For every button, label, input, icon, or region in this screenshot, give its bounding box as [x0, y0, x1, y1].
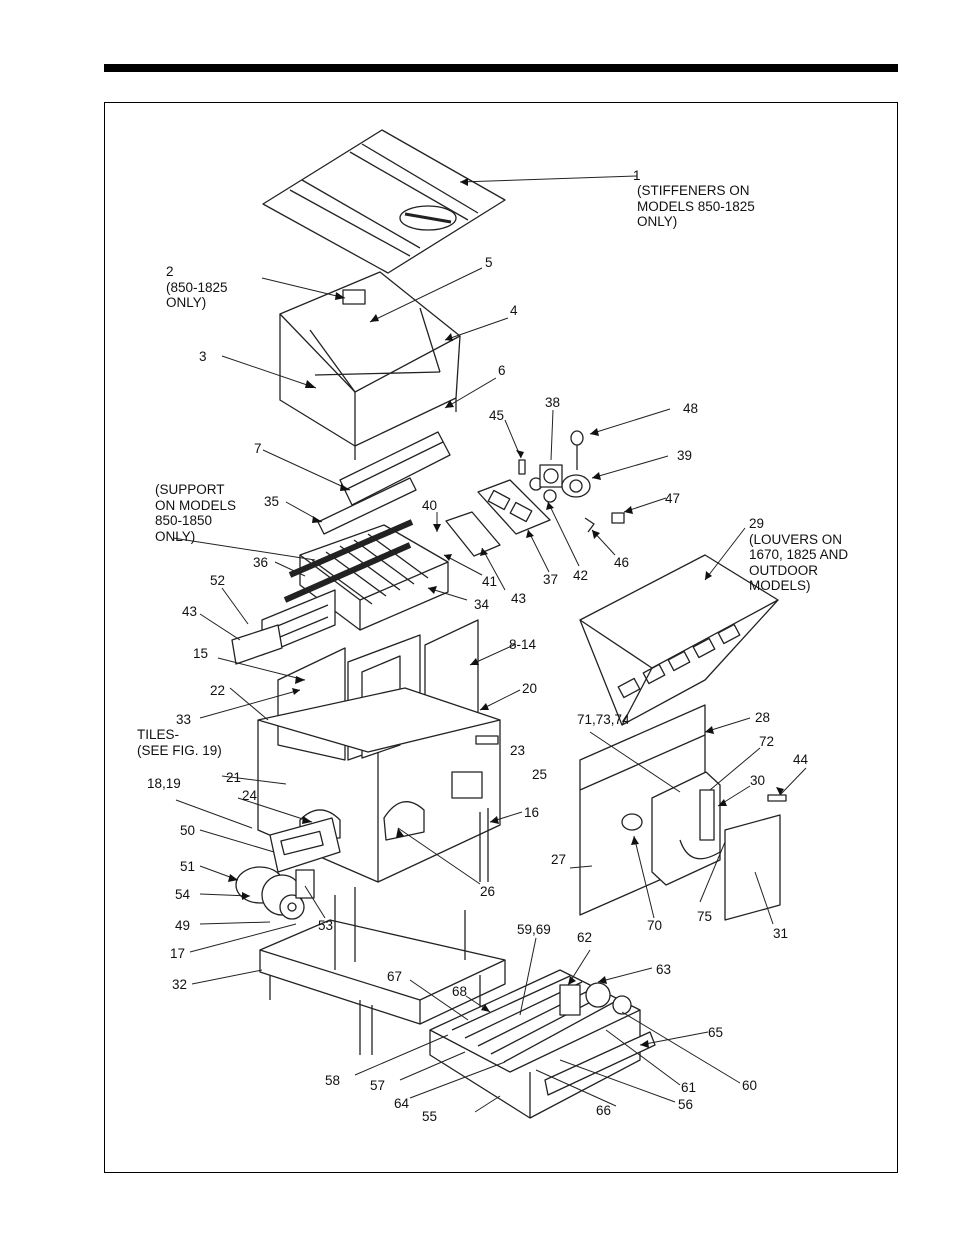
callout-44: 44 — [793, 752, 809, 767]
callout-70: 70 — [647, 918, 663, 933]
callout-43-right: 43 — [511, 591, 527, 606]
callout-64: 64 — [394, 1096, 410, 1111]
callout-37: 37 — [543, 572, 559, 587]
callout-27: 27 — [551, 852, 567, 867]
callout-16: 16 — [524, 805, 540, 820]
callout-43-left: 43 — [182, 604, 198, 619]
callout-53: 53 — [318, 918, 334, 933]
callout-28: 28 — [755, 710, 771, 725]
arrowheads — [228, 178, 784, 1048]
callout-49: 49 — [175, 918, 191, 933]
callout-47: 47 — [665, 491, 681, 506]
callout-63: 63 — [656, 962, 672, 977]
blower-part — [235, 817, 341, 920]
callout-26: 26 — [480, 884, 496, 899]
callout-23: 23 — [510, 743, 526, 758]
callout-36: 36 — [253, 555, 269, 570]
header-rule — [104, 64, 898, 72]
callout-25: 25 — [532, 767, 548, 782]
callout-41: 41 — [482, 574, 498, 589]
callout-22: 22 — [210, 683, 226, 698]
callout-72: 72 — [759, 734, 775, 749]
callout-tiles: TILES- (SEE FIG. 19) — [137, 727, 222, 758]
callout-34: 34 — [474, 597, 490, 612]
callout-42: 42 — [573, 568, 589, 583]
callout-1: 1 — [633, 168, 641, 183]
callout-48: 48 — [683, 401, 699, 416]
fittings-part — [518, 430, 625, 533]
burner-tray-part — [429, 969, 656, 1119]
callout-32: 32 — [172, 977, 188, 992]
callout-33: 33 — [176, 712, 192, 727]
callout-67: 67 — [387, 969, 403, 984]
callout-7: 7 — [254, 441, 262, 456]
callout-24: 24 — [242, 788, 258, 803]
top-cover-part — [262, 129, 506, 274]
callout-55: 55 — [422, 1109, 438, 1124]
callout-52: 52 — [210, 573, 226, 588]
callout-60: 60 — [742, 1078, 758, 1093]
callout-17: 17 — [170, 946, 186, 961]
callout-3: 3 — [199, 349, 207, 364]
callout-support-note: (SUPPORT ON MODELS 850-1850 ONLY) — [155, 482, 237, 544]
callout-31: 31 — [773, 926, 789, 941]
callout-59-69: 59,69 — [517, 922, 551, 937]
callout-6: 6 — [498, 363, 506, 378]
callout-62: 62 — [577, 930, 593, 945]
callout-18-19: 18,19 — [147, 776, 181, 791]
leader-lines — [172, 175, 807, 1113]
callout-65: 65 — [708, 1025, 724, 1040]
callout-75: 75 — [697, 909, 713, 924]
callout-20: 20 — [522, 681, 538, 696]
callout-50: 50 — [180, 823, 196, 838]
callout-39: 39 — [677, 448, 693, 463]
callout-56: 56 — [678, 1097, 694, 1112]
callout-8-14: 8-14 — [509, 637, 537, 652]
callout-29: 29 (LOUVERS ON 1670, 1825 AND OUTDOOR MO… — [749, 516, 849, 593]
control-panel-part — [579, 554, 787, 921]
callout-35: 35 — [264, 494, 280, 509]
callout-54: 54 — [175, 887, 191, 902]
figure-frame — [104, 102, 898, 1173]
base-frame-part — [259, 887, 506, 1055]
callout-66: 66 — [596, 1103, 612, 1118]
callout-40: 40 — [422, 498, 438, 513]
flue-transition-part — [317, 431, 451, 535]
callout-15: 15 — [193, 646, 209, 661]
callout-71-73-74: 71,73,74 — [577, 712, 630, 727]
callout-68: 68 — [452, 984, 468, 999]
callout-57: 57 — [370, 1078, 386, 1093]
callout-4: 4 — [510, 303, 518, 318]
callout-5: 5 — [485, 255, 493, 270]
callout-38: 38 — [545, 395, 561, 410]
callout-61: 61 — [681, 1080, 697, 1095]
callout-1-note: (STIFFENERS ON MODELS 850-1825 ONLY) — [637, 183, 755, 229]
callout-51: 51 — [180, 859, 196, 874]
callout-58: 58 — [325, 1073, 341, 1088]
base-housing-part — [257, 687, 501, 883]
flue-collector-part — [279, 271, 461, 460]
callout-30: 30 — [750, 773, 766, 788]
callout-45: 45 — [489, 408, 505, 423]
callout-46: 46 — [614, 555, 630, 570]
callout-21: 21 — [226, 770, 242, 785]
callout-2: 2 (850-1825 ONLY) — [166, 264, 228, 310]
rear-header-part — [231, 479, 551, 665]
